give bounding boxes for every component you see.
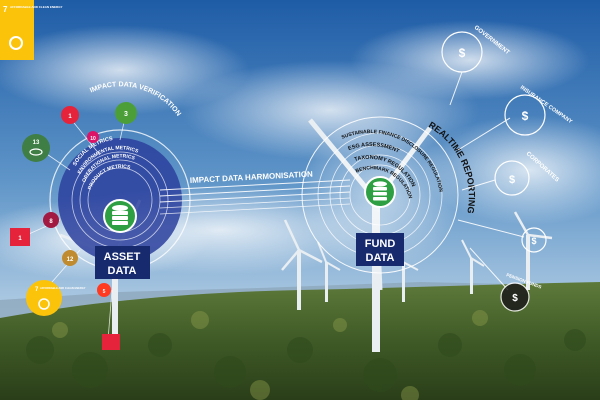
dollar-icon: $ [459, 46, 466, 60]
svg-text:3: 3 [124, 111, 128, 118]
fund-title-line1: FUND [365, 238, 396, 250]
svg-text:10: 10 [90, 136, 96, 142]
dollar-icon: $ [522, 109, 529, 123]
sdg-13-icon: 13 [22, 134, 50, 162]
sdg-badge-clean-energy-top: 7 AFFORDABLE AND CLEAN ENERGY [0, 0, 63, 60]
sdg-3-icon: 3 [115, 102, 137, 124]
sdg-poverty-icon: 1 [10, 228, 30, 246]
asset-title-line1: ASSET [104, 251, 141, 263]
dollar-icon: $ [512, 293, 518, 304]
sdg-badge-bottom-text: AFFORDABLE AND CLEAN ENERGY [40, 286, 86, 290]
sdg-red-bottom-icon [102, 334, 120, 350]
svg-text:13: 13 [33, 140, 40, 146]
sun-icon [9, 36, 23, 50]
sdg-badge-top-number: 7 [3, 5, 8, 14]
vegetation-texture [26, 329, 586, 392]
fund-title-line2: DATA [366, 252, 395, 264]
eye-icon [29, 148, 43, 156]
asset-label-box [95, 246, 150, 279]
sdg-badge-clean-energy-bottom: 7 AFFORDABLE AND CLEAN ENERGY [26, 280, 86, 316]
database-icon [373, 181, 387, 201]
stakeholder-connectors [449, 71, 525, 291]
fund-label-box [356, 233, 404, 266]
vegetation-highlights [52, 310, 488, 400]
sdg-5-icon: 5 [97, 283, 111, 297]
svg-text:8: 8 [49, 219, 53, 225]
sdg-8-icon: 8 [43, 212, 59, 228]
svg-text:1: 1 [18, 236, 22, 242]
sdg-12-icon: 12 [62, 250, 78, 266]
svg-text:1: 1 [68, 114, 72, 120]
svg-text:5: 5 [103, 289, 106, 295]
dollar-icon: $ [531, 236, 536, 246]
svg-text:12: 12 [67, 257, 74, 263]
database-icon [112, 205, 128, 225]
dollar-icon: $ [509, 174, 515, 186]
sdg-good-health-icon: 1 [61, 106, 79, 124]
stakeholder-generic: $ [521, 227, 547, 253]
asset-title-line2: DATA [108, 265, 137, 277]
sdg-badge-bottom-number: 7 [35, 287, 39, 293]
sdg-10-icon: 10 [87, 131, 99, 143]
sun-icon [38, 298, 50, 310]
sdg-badge-top-text: AFFORDABLE AND CLEAN ENERGY [10, 5, 63, 9]
